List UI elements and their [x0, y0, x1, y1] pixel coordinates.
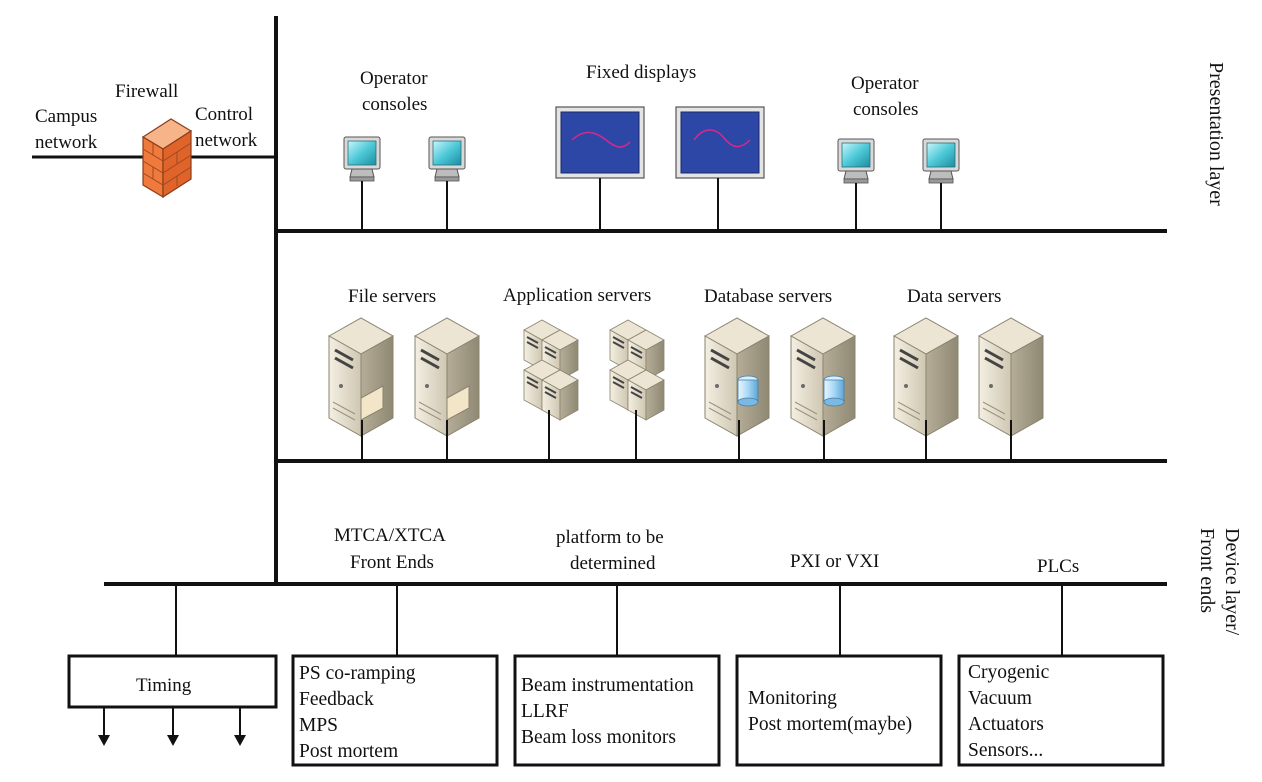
database-servers-label: Database servers	[704, 286, 832, 307]
platform-item: Beam instrumentation	[521, 675, 694, 696]
timing-label: Timing	[136, 675, 192, 696]
platform-item: LLRF	[521, 701, 569, 722]
presentation-layer-label: Presentation layer	[1205, 62, 1227, 206]
application-servers-label: Application servers	[503, 285, 651, 306]
file-servers-label: File servers	[348, 286, 436, 307]
operator-console-monitor-icon	[428, 136, 466, 231]
firewall-icon	[141, 118, 193, 199]
plc-item: Cryogenic	[968, 662, 1050, 683]
mtca-item: MPS	[299, 715, 338, 736]
pxi-item: Post mortem(maybe)	[748, 714, 912, 735]
pxi-item: Monitoring	[748, 688, 837, 709]
database-server-icon	[789, 316, 857, 461]
file-server-icon	[327, 316, 395, 461]
plc-functions-box: Cryogenic Vacuum Actuators Sensors...	[957, 654, 1165, 767]
timing-output-arrows	[98, 707, 246, 746]
platform-tbd-label-line1: platform to be	[556, 527, 664, 548]
operator-consoles-left-label-line1: Operator	[360, 68, 428, 89]
data-server-icon	[892, 316, 960, 461]
operator-consoles-right-label-line2: consoles	[853, 99, 918, 120]
operator-console-monitor-icon	[837, 138, 875, 231]
mtca-item: Post mortem	[299, 741, 398, 762]
firewall-label: Firewall	[115, 81, 178, 102]
operator-consoles-left-label-line2: consoles	[362, 94, 427, 115]
application-server-rack-icon	[609, 319, 665, 461]
campus-network-label-line2: network	[35, 132, 98, 153]
operator-console-monitor-icon	[922, 138, 960, 231]
database-server-icon	[703, 316, 771, 461]
device-layer-label-line2: Front ends	[1196, 528, 1218, 613]
platform-functions-box: Beam instrumentation LLRF Beam loss moni…	[513, 654, 721, 767]
campus-network-label-line1: Campus	[35, 106, 97, 127]
plc-item: Actuators	[968, 714, 1044, 735]
fixed-display-screen-icon	[675, 106, 765, 231]
plc-item: Sensors...	[968, 740, 1043, 761]
platform-item: Beam loss monitors	[521, 727, 676, 748]
operator-consoles-right-label-line1: Operator	[851, 73, 919, 94]
control-network-label-line2: network	[195, 130, 258, 151]
fixed-displays-label: Fixed displays	[586, 62, 696, 83]
front-end-connectors	[175, 584, 1063, 656]
device-layer-label-line1: Device layer/	[1221, 528, 1243, 636]
application-server-rack-icon	[523, 319, 579, 461]
mtca-item: Feedback	[299, 689, 374, 710]
mtca-item: PS co-ramping	[299, 663, 416, 684]
mtca-front-ends-label-line1: MTCA/XTCA	[334, 525, 446, 546]
plc-item: Vacuum	[968, 688, 1032, 709]
operator-console-monitor-icon	[343, 136, 381, 231]
control-network-label-line1: Control	[195, 104, 253, 125]
data-server-icon	[977, 316, 1045, 461]
fixed-display-screen-icon	[555, 106, 645, 231]
file-server-icon	[413, 316, 481, 461]
pxi-functions-box: Monitoring Post mortem(maybe)	[735, 654, 943, 767]
platform-tbd-label-line2: determined	[570, 553, 656, 574]
data-servers-label: Data servers	[907, 286, 1001, 307]
mtca-functions-box: PS co-ramping Feedback MPS Post mortem	[291, 654, 499, 767]
mtca-front-ends-label-line2: Front Ends	[350, 552, 434, 573]
pxi-vxi-label: PXI or VXI	[790, 551, 879, 572]
network-backbone	[32, 16, 1167, 586]
plcs-label: PLCs	[1037, 556, 1079, 577]
timing-box: Timing	[67, 654, 278, 746]
